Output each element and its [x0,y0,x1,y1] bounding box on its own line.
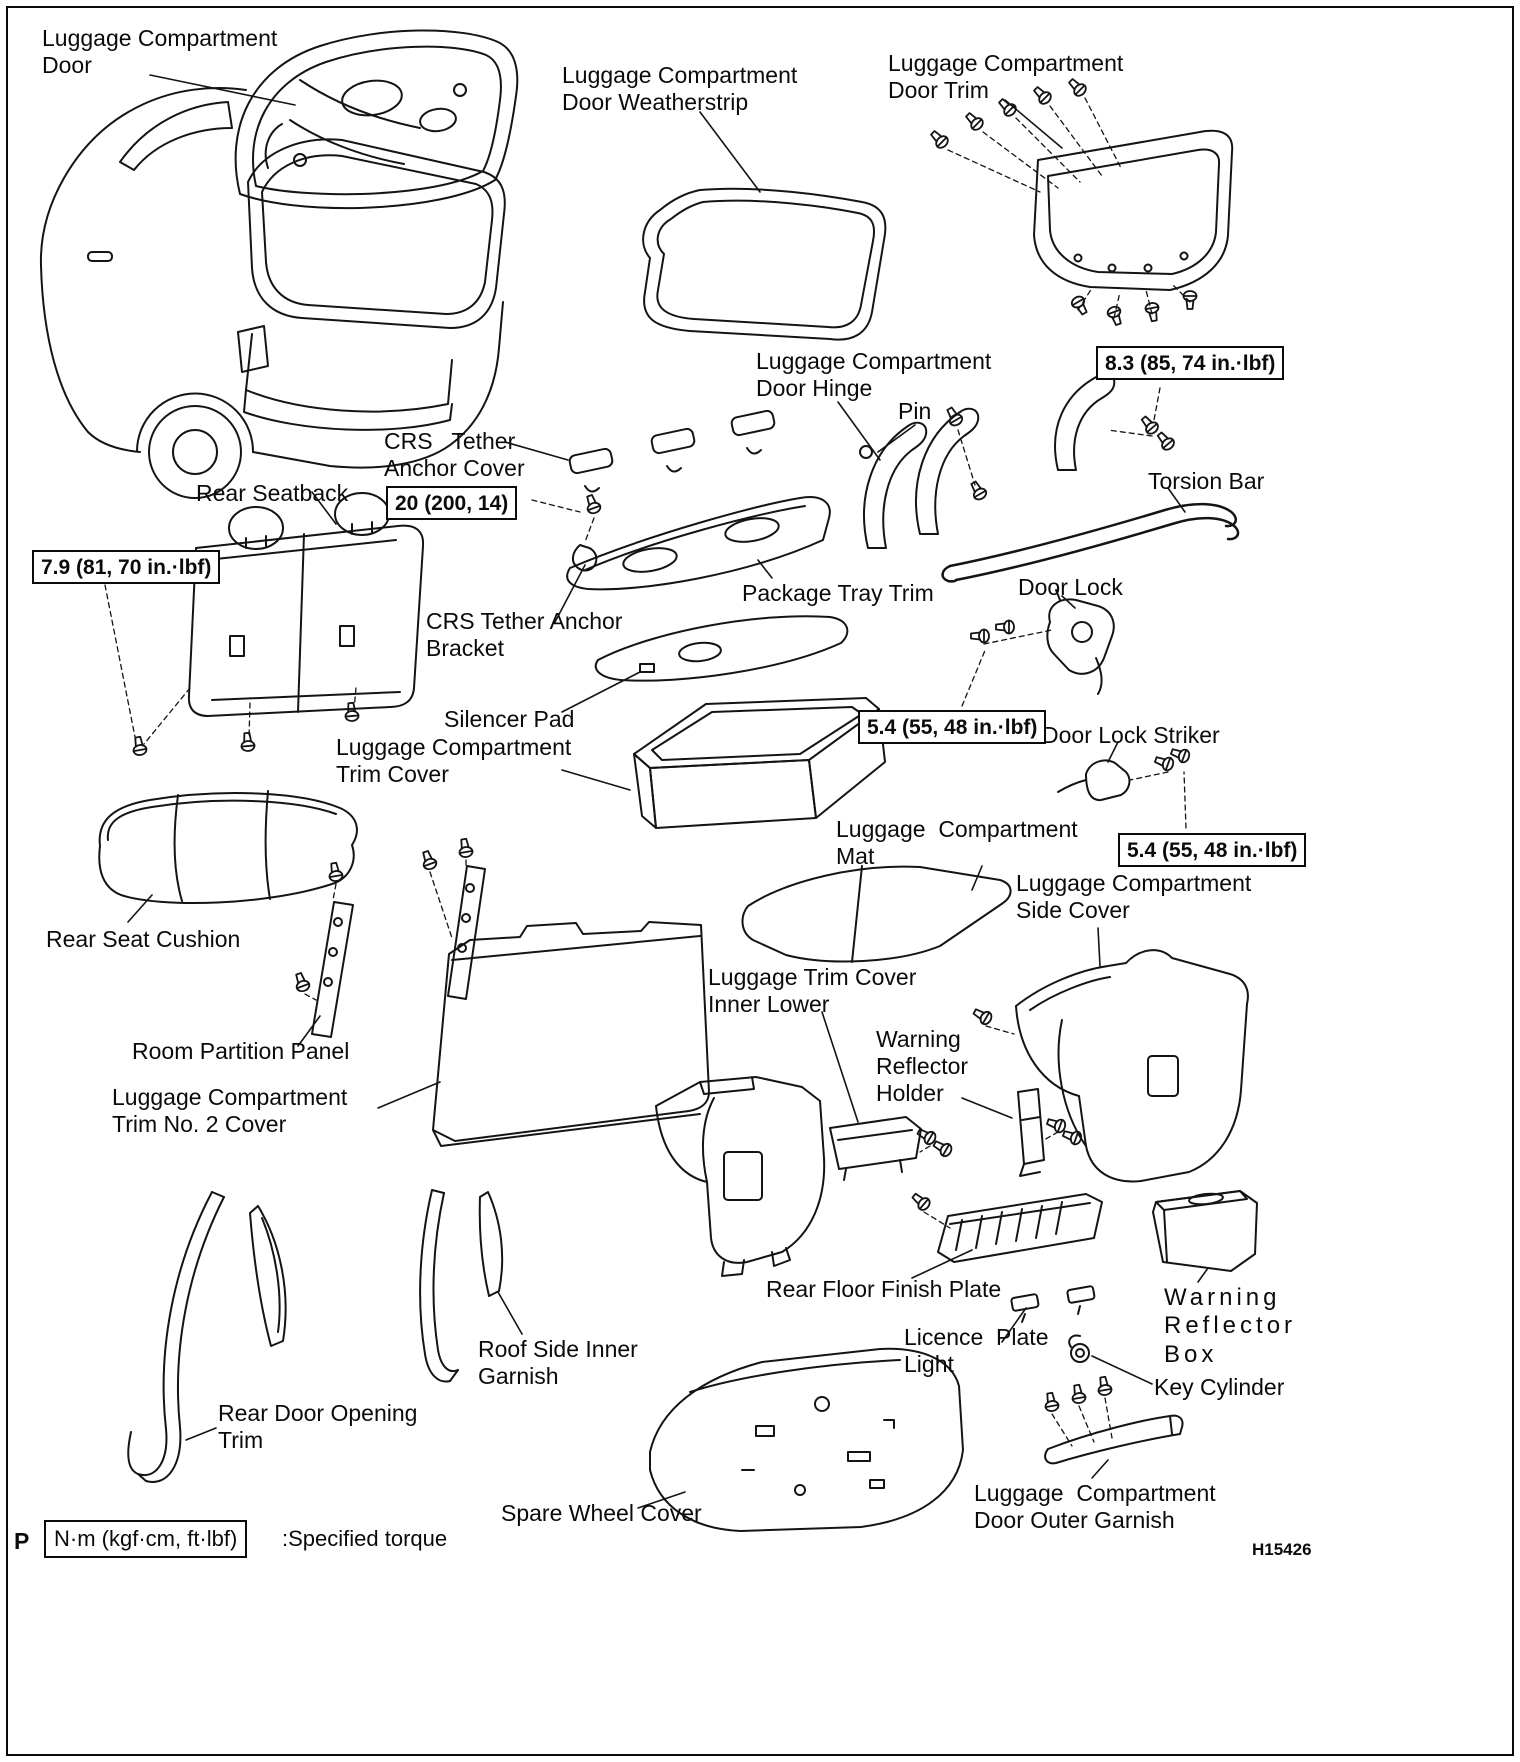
label-spare-wheel-cover: Spare Wheel Cover [501,1500,702,1526]
label-roof-side-inner-garnish: Roof Side Inner Garnish [478,1336,638,1390]
label-rear-floor-finish-plate: Rear Floor Finish Plate [766,1276,1002,1302]
label-luggage-compartment-trim-cover: Luggage Compartment Trim Cover [336,734,572,788]
label-luggage-trim-cover-inner-lower: Luggage Trim Cover Inner Lower [708,964,917,1018]
rear-seat-cushion-drawing [98,790,358,905]
label-door-lock-striker: Door Lock Striker [1042,722,1220,748]
key-cylinder-drawing [1068,1334,1090,1363]
label-package-tray-trim: Package Tray Trim [742,580,934,606]
trim-no2-cover-drawing [432,921,710,1147]
reflector-holder-drawing [1017,1088,1045,1177]
car-rear-view-drawing [39,29,519,499]
door-trim-panel-drawing [1033,129,1234,291]
label-luggage-compartment-side-cover: Luggage Compartment Side Cover [1016,870,1252,924]
torque-box-door-hinge: 8.3 (85, 74 in.·lbf) [1096,346,1285,380]
weatherstrip-drawing [642,187,887,341]
floor-finish-plate-drawing [937,1193,1103,1263]
leader-lines [127,74,1209,1509]
figure-code: H15426 [1252,1540,1312,1559]
torque-box-door-lock-striker: 5.4 (55, 48 in.·lbf) [1118,833,1307,867]
inner-lower-trim-drawing [829,1116,922,1181]
torque-box-crs-tether-anchor: 20 (200, 14) [386,486,518,520]
label-luggage-compartment-door-weatherstrip: Luggage Compartment Door Weatherstrip [562,62,798,116]
torque-legend-box: N·m (kgf·cm, ft·lbf) [44,1520,248,1558]
label-silencer-pad: Silencer Pad [444,706,575,732]
door-lock-drawing [1046,589,1115,695]
silencer-pad-drawing [594,615,849,682]
label-rear-seatback: Rear Seatback [196,480,349,506]
label-rear-seat-cushion: Rear Seat Cushion [46,926,241,952]
label-luggage-compartment-mat: Luggage Compartment Mat [836,816,1078,870]
label-crs-tether-anchor-cover: CRS Tether Anchor Cover [384,428,525,482]
spare-wheel-cover-drawing [649,1347,964,1532]
label-pin: Pin [898,398,932,424]
dashed-lines [104,97,1191,1447]
label-warning-reflector-box: Warning Reflector Box [1164,1284,1297,1368]
tether-anchor-covers-drawing [568,409,776,572]
label-luggage-compartment-door-hinge: Luggage Compartment Door Hinge [756,348,992,402]
label-luggage-compartment-trim-no2-cover: Luggage Compartment Trim No. 2 Cover [112,1084,348,1138]
torque-legend-text: :Specified torque [282,1526,448,1551]
label-room-partition-panel: Room Partition Panel [132,1038,350,1064]
torsion-bars-drawing [941,502,1240,583]
label-rear-door-opening-trim: Rear Door Opening Trim [218,1400,418,1454]
label-licence-plate-light: Licence Plate Light [904,1324,1049,1378]
door-lock-striker-drawing [1057,759,1131,802]
label-torsion-bar: Torsion Bar [1148,468,1265,494]
side-cover-right-drawing [1015,949,1249,1183]
package-tray-trim-drawing [566,496,831,591]
label-luggage-compartment-door: Luggage Compartment Door [42,25,278,79]
label-crs-tether-anchor-bracket: CRS Tether Anchor Bracket [426,608,623,662]
side-cover-left-drawing [655,1076,826,1277]
outer-garnish-drawing [1044,1414,1184,1465]
hinges-drawing [859,373,1116,549]
partition-brackets-drawing [311,865,486,1038]
label-luggage-compartment-door-trim: Luggage Compartment Door Trim [888,50,1124,104]
torque-box-seatback: 7.9 (81, 70 in.·lbf) [32,550,221,584]
label-warning-reflector-holder: Warning Reflector Holder [876,1026,969,1107]
label-key-cylinder: Key Cylinder [1154,1374,1285,1400]
roof-garnish-drawing [249,1191,504,1347]
trim-cover-drawing [633,697,886,829]
torque-box-door-lock: 5.4 (55, 48 in.·lbf) [858,710,1047,744]
rear-seatback-drawing [187,492,425,717]
reflector-box-drawing [1152,1190,1258,1272]
licence-plate-light-drawing [1010,1285,1096,1323]
label-luggage-compartment-door-outer-garnish: Luggage Compartment Door Outer Garnish [974,1480,1216,1534]
page-letter: P [14,1528,30,1554]
luggage-mat-drawing [741,865,1012,963]
door-opening-trim-drawing [127,1189,459,1483]
label-door-lock: Door Lock [1018,574,1123,600]
